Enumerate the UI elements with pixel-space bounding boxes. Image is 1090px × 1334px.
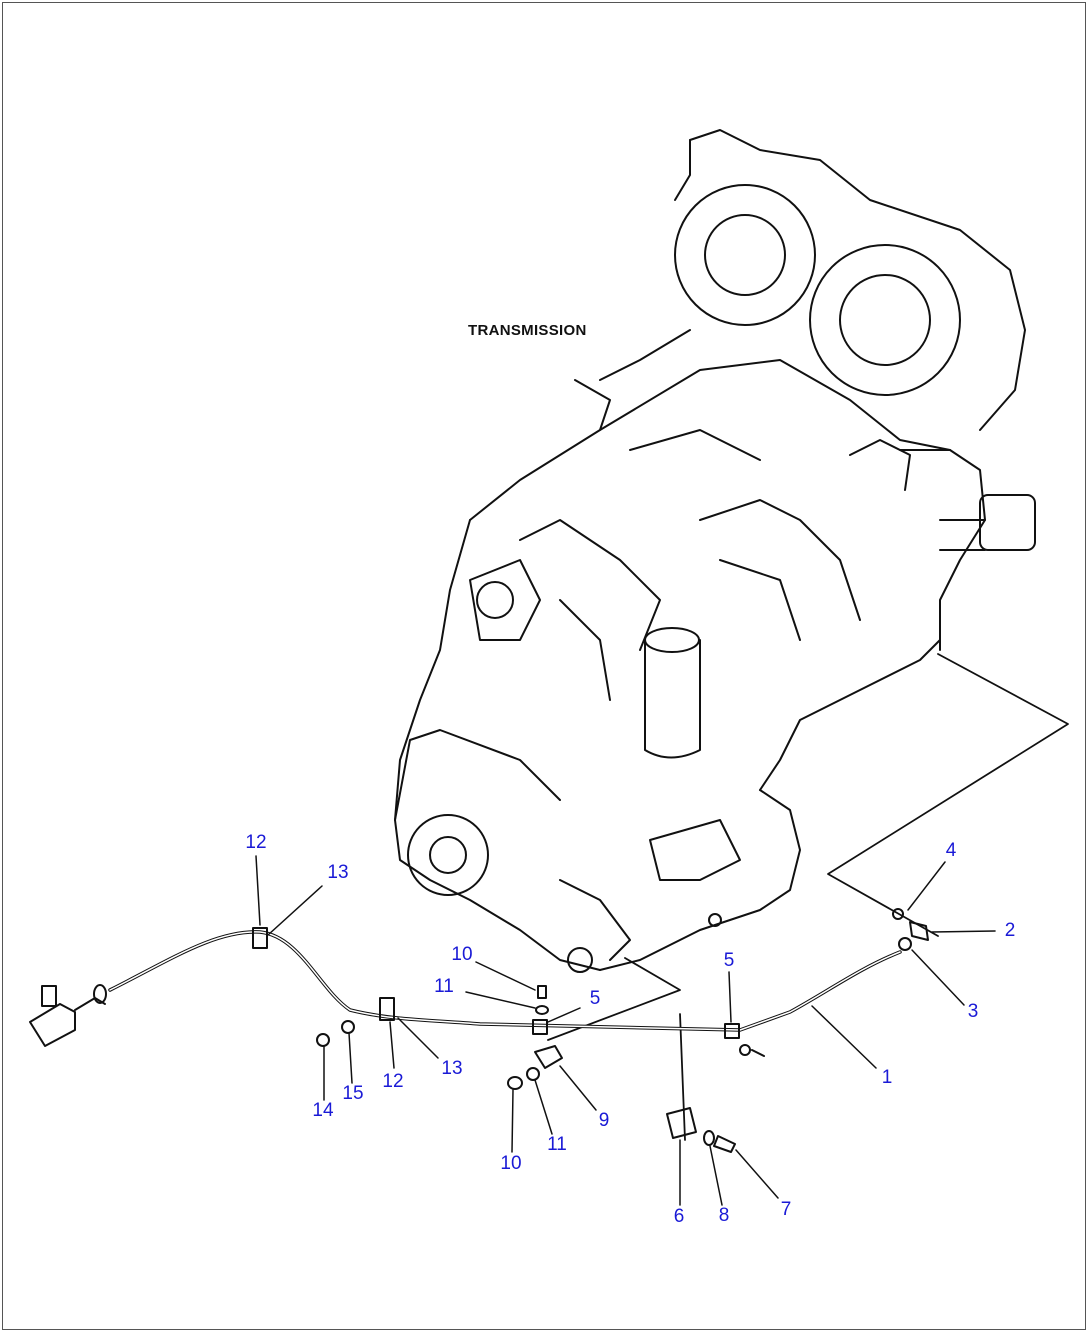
callout-12: 12 — [245, 832, 267, 853]
callout-5: 5 — [589, 988, 601, 1009]
callout-11-lower: 11 — [547, 1134, 567, 1155]
callout-14: 14 — [312, 1100, 334, 1121]
callout-13: 13 — [327, 862, 349, 883]
callout-leaders — [255, 855, 996, 1206]
reference-leaders — [547, 653, 1069, 1141]
callout-12-lower: 12 — [382, 1071, 404, 1092]
callout-1: 1 — [881, 1067, 893, 1088]
callout-10-lower: 10 — [500, 1153, 522, 1174]
callout-5-right: 5 — [723, 950, 735, 971]
callout-6: 6 — [673, 1206, 685, 1227]
callout-9: 9 — [598, 1110, 610, 1131]
callout-8: 8 — [718, 1205, 730, 1226]
transmission-assembly — [394, 129, 1036, 973]
callout-2: 2 — [1004, 920, 1016, 941]
callout-15: 15 — [342, 1083, 364, 1104]
callout-10: 10 — [451, 944, 473, 965]
callout-4: 4 — [945, 840, 957, 861]
callout-7: 7 — [780, 1199, 792, 1220]
transmission-title: TRANSMISSION — [468, 322, 587, 339]
callout-13-lower: 13 — [441, 1058, 463, 1079]
callout-3: 3 — [967, 1001, 979, 1022]
hose-cable-inner — [109, 931, 901, 1031]
callout-11: 11 — [434, 976, 454, 997]
parts — [29, 908, 929, 1153]
